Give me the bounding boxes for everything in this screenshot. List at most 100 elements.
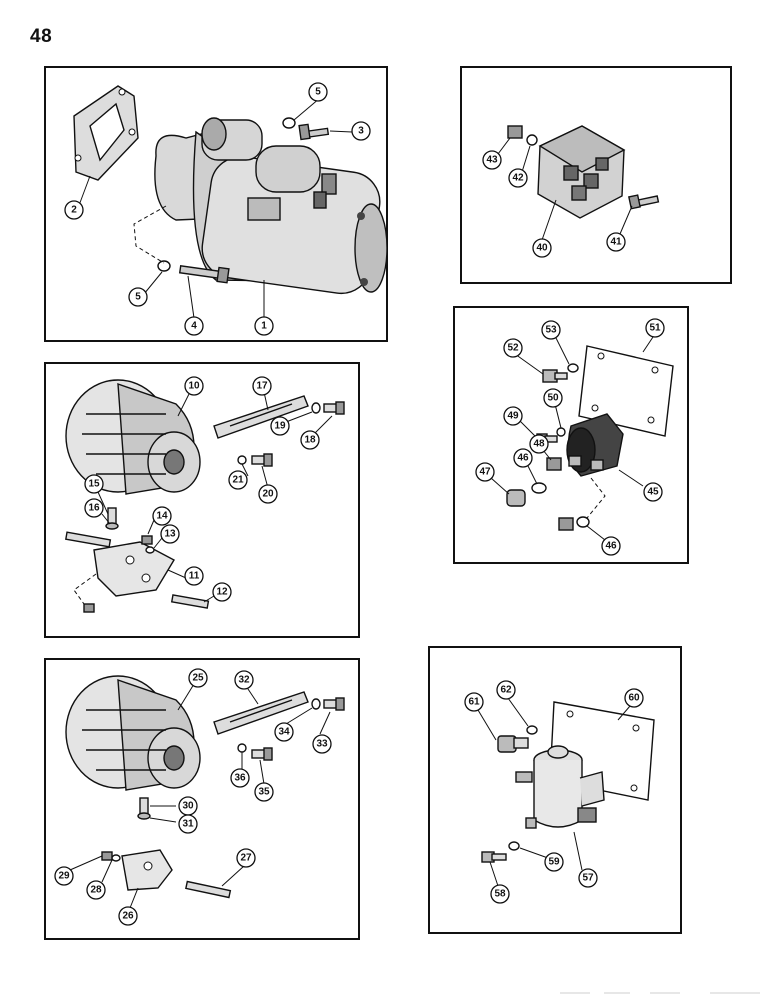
starter-panel: 2 5 3 5 4 1 — [44, 66, 388, 342]
svg-text:3: 3 — [358, 126, 364, 137]
svg-text:18: 18 — [304, 435, 316, 446]
svg-text:5: 5 — [135, 292, 141, 303]
svg-text:21: 21 — [232, 475, 244, 486]
callout-19: 19 — [270, 416, 290, 436]
washer-59-part — [508, 841, 520, 851]
svg-text:62: 62 — [500, 685, 512, 696]
callout-21: 21 — [228, 470, 248, 490]
svg-text:4: 4 — [191, 321, 197, 332]
nut-43-part — [507, 125, 523, 139]
nut-46-right-part — [558, 517, 574, 531]
callout-16: 16 — [84, 498, 104, 518]
callout-46-bottom: 46 — [601, 536, 621, 556]
callout-32: 32 — [234, 670, 254, 690]
svg-text:13: 13 — [164, 529, 176, 540]
callout-50: 50 — [543, 388, 563, 408]
callout-17: 17 — [252, 376, 272, 396]
washer-13-part — [145, 546, 155, 554]
bolt-15-part — [105, 507, 119, 530]
callout-18: 18 — [300, 430, 320, 450]
callout-2: 2 — [64, 200, 84, 220]
alternator-a-illustration: 10 17 19 18 21 20 15 16 14 13 11 12 — [65, 376, 345, 613]
callout-45: 45 — [643, 482, 663, 502]
washer-34-part — [311, 698, 321, 710]
bolt-3-part — [298, 123, 330, 141]
svg-text:32: 32 — [238, 675, 250, 686]
nut-48-part — [546, 457, 562, 471]
callout-34: 34 — [274, 722, 294, 742]
washer-28-part — [111, 854, 121, 862]
svg-text:46: 46 — [517, 453, 529, 464]
callout-29: 29 — [54, 866, 74, 886]
svg-text:59: 59 — [548, 857, 560, 868]
svg-text:17: 17 — [256, 381, 268, 392]
callout-43: 43 — [482, 150, 502, 170]
callout-48: 48 — [529, 434, 549, 454]
svg-text:16: 16 — [88, 503, 100, 514]
callout-1: 1 — [254, 316, 274, 336]
callout-51: 51 — [645, 318, 665, 338]
callout-60: 60 — [624, 688, 644, 708]
svg-text:10: 10 — [188, 381, 200, 392]
washer-50-part — [556, 427, 566, 437]
svg-text:11: 11 — [189, 571, 200, 582]
svg-text:20: 20 — [262, 489, 274, 500]
callout-53: 53 — [541, 320, 561, 340]
bolt-30-part — [137, 797, 151, 820]
washer-42-part — [526, 134, 538, 146]
callout-14: 14 — [152, 506, 172, 526]
callout-5-bottom: 5 — [128, 287, 148, 307]
svg-text:28: 28 — [90, 885, 102, 896]
svg-text:33: 33 — [316, 739, 328, 750]
svg-text:5: 5 — [315, 87, 321, 98]
callout-27: 27 — [236, 848, 256, 868]
svg-text:1: 1 — [261, 321, 267, 332]
callout-15: 15 — [84, 474, 104, 494]
svg-text:46: 46 — [605, 541, 617, 552]
callout-20: 20 — [258, 484, 278, 504]
callout-62: 62 — [496, 680, 516, 700]
alternator-10-part — [65, 379, 201, 495]
callout-41: 41 — [606, 232, 626, 252]
svg-text:14: 14 — [156, 511, 168, 522]
washer-46-left-part — [531, 482, 547, 494]
svg-text:42: 42 — [512, 173, 524, 184]
screw-58-part — [481, 851, 507, 863]
bolt-33-part — [323, 697, 345, 711]
callout-35: 35 — [254, 782, 274, 802]
callout-57: 57 — [578, 868, 598, 888]
svg-text:51: 51 — [649, 323, 661, 334]
bracket-11-part — [93, 541, 175, 597]
page-number: 48 — [30, 26, 53, 47]
svg-text:61: 61 — [468, 697, 480, 708]
callout-4: 4 — [184, 316, 204, 336]
washer-46-right-part — [576, 516, 590, 528]
bolt-4-part — [178, 265, 230, 284]
washer-19-part — [311, 402, 321, 414]
callout-10: 10 — [184, 376, 204, 396]
screw-41-part — [628, 194, 660, 210]
alternator-b-illustration: 25 32 34 33 36 35 30 31 29 28 26 27 — [54, 668, 345, 926]
svg-text:40: 40 — [536, 243, 548, 254]
callout-11: 11 — [184, 566, 204, 586]
bolt-12-part — [170, 594, 210, 609]
nut-29-part — [101, 851, 113, 861]
washer-21-part — [237, 455, 247, 465]
callout-33: 33 — [312, 734, 332, 754]
svg-text:31: 31 — [182, 819, 194, 830]
scan-artifact-marks — [560, 992, 760, 994]
gasket-part — [73, 85, 139, 181]
callout-13: 13 — [160, 524, 180, 544]
nut-bottom-part — [83, 603, 95, 613]
washer-5-bottom-part — [157, 260, 171, 272]
relay-part — [537, 125, 626, 219]
callout-49: 49 — [503, 406, 523, 426]
svg-text:60: 60 — [628, 693, 640, 704]
callout-59: 59 — [544, 852, 564, 872]
callout-42: 42 — [508, 168, 528, 188]
bolt-27-part — [185, 880, 232, 899]
callout-36: 36 — [230, 768, 250, 788]
solenoid-b-illustration: 61 62 60 57 58 59 — [464, 680, 655, 904]
mounting-plate-51-part — [578, 345, 674, 437]
